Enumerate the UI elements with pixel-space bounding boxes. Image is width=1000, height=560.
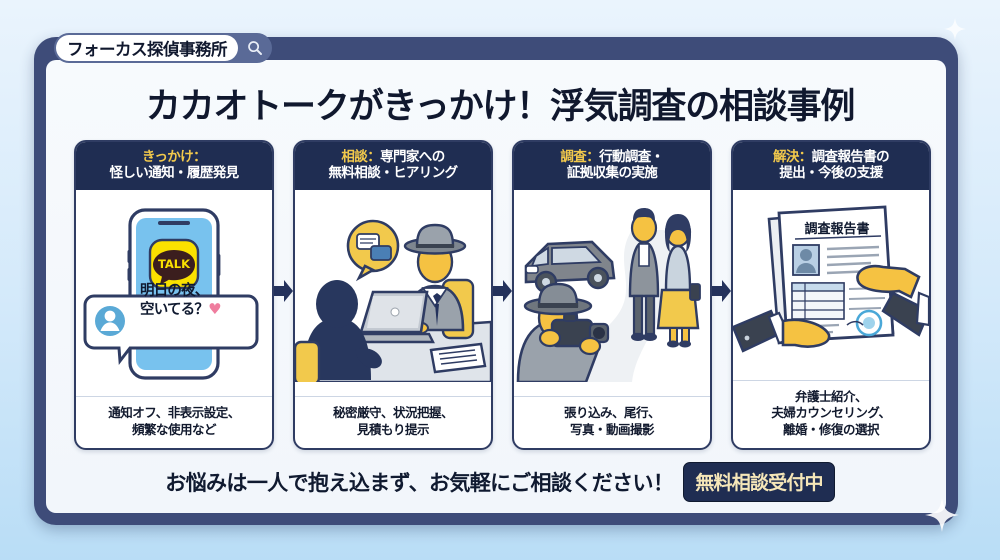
step-card-3-illustration [514, 189, 710, 396]
step-card-2[interactable]: 相談：専門家への 無料相談・ヒアリング [293, 140, 493, 450]
arrow-right-icon-1 [274, 280, 293, 302]
arrow-right-icon-3 [712, 280, 731, 302]
step-card-1[interactable]: きっかけ： 怪しい通知・履歴発見 TALK [74, 140, 274, 450]
step-card-1-header: きっかけ： 怪しい通知・履歴発見 [76, 142, 272, 190]
step-card-3[interactable]: 調査：行動調査・ 証拠収集の実施 [512, 140, 712, 450]
step-card-4-caption: 弁護士紹介、 夫婦カウンセリング、 離婚・修復の選択 [733, 379, 929, 449]
step-card-3-title-rest: 行動調査・ [599, 149, 664, 165]
heart-icon: ♥ [208, 300, 221, 319]
step-card-1-title: 怪しい通知・履歴発見 [109, 165, 240, 182]
step-card-4-tag: 解決： [772, 149, 812, 165]
kakao-message-text: 明日の夜、 空いてる？♥ [140, 283, 244, 320]
step-card-4-caption-line3: 離婚・修復の選択 [782, 421, 880, 437]
report-title-text: 調査報告書 [804, 221, 869, 237]
step-card-2-caption: 秘密厳守、状況把握、 見積もり提示 [295, 396, 491, 448]
step-card-1-illustration: TALK 明日の夜、 空いてる？♥ [76, 189, 272, 396]
step-card-2-title: 無料相談・ヒアリング [328, 165, 459, 182]
page-title: カカオトークがきっかけ！浮気調査の相談事例 [145, 87, 856, 127]
step-card-2-header: 相談：専門家への 無料相談・ヒアリング [295, 142, 491, 190]
step-card-4-title: 提出・今後の支援 [779, 165, 883, 182]
step-card-2-caption-line2: 見積もり提示 [356, 421, 430, 437]
step-card-4-caption-line1: 弁護士紹介、 [794, 388, 868, 404]
step-card-4[interactable]: 解決：調査報告書の 提出・今後の支援 調査報告書 [731, 140, 931, 450]
site-tab[interactable]: フォーカス探偵事務所 [54, 33, 272, 63]
free-consultation-badge[interactable]: 無料相談受付中 [683, 462, 835, 502]
step-card-3-caption-line2: 写真・動画撮影 [569, 421, 655, 437]
step-card-4-title-rest: 調査報告書の [811, 149, 890, 165]
step-card-2-title-rest: 専門家への [380, 149, 445, 165]
footer-message: お悩みは一人で抱え込まず、お気軽にご相談ください！ [165, 471, 674, 495]
svg-text:TALK: TALK [158, 257, 191, 271]
step-card-1-tag: きっかけ： [142, 149, 207, 165]
step-card-3-header: 調査：行動調査・ 証拠収集の実施 [514, 142, 710, 190]
step-card-2-caption-line1: 秘密厳守、状況把握、 [332, 405, 454, 420]
step-card-4-header: 解決：調査報告書の 提出・今後の支援 [733, 142, 929, 190]
step-card-4-caption-line2: 夫婦カウンセリング、 [771, 405, 891, 420]
search-icon[interactable] [244, 37, 266, 59]
arrow-right-icon-2 [493, 280, 512, 302]
kakao-message-line1: 明日の夜、 [140, 282, 209, 299]
step-card-1-caption: 通知オフ、非表示設定、 頻繁な使用など [76, 396, 272, 448]
process-steps-row: きっかけ： 怪しい通知・履歴発見 TALK [74, 140, 931, 450]
step-card-3-tag: 調査： [560, 149, 600, 165]
step-card-4-illustration: 調査報告書 [733, 189, 929, 380]
step-card-3-title: 証拠収集の実施 [566, 165, 658, 182]
footer-cta: お悩みは一人で抱え込まず、お気軽にご相談ください！ 無料相談受付中 [0, 462, 1000, 502]
kakao-message-line2: 空いてる？ [140, 302, 209, 319]
step-card-2-tag: 相談： [341, 149, 381, 165]
step-card-3-caption-line1: 張り込み、尾行、 [563, 405, 661, 420]
step-card-1-caption-line1: 通知オフ、非表示設定、 [108, 405, 240, 420]
step-card-3-caption: 張り込み、尾行、 写真・動画撮影 [514, 396, 710, 448]
step-card-1-caption-line2: 頻繁な使用など [131, 421, 217, 437]
site-name-label: フォーカス探偵事務所 [56, 35, 238, 61]
tab-pill: フォーカス探偵事務所 [54, 33, 272, 63]
step-card-2-illustration [295, 189, 491, 396]
